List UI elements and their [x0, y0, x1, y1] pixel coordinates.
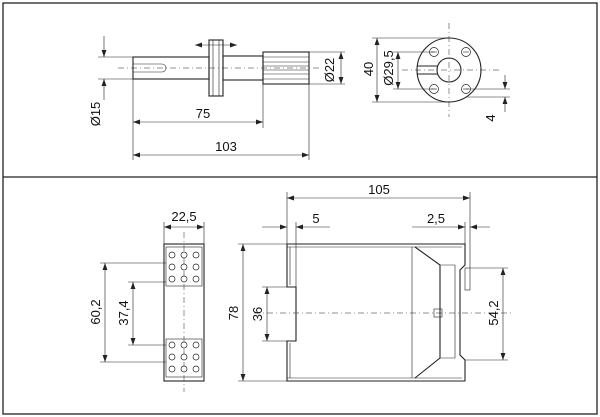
shaft-view: Ø15 Ø22 75 103	[88, 36, 345, 160]
front-view: 22,5 60,2 37,4	[88, 209, 205, 392]
dim-side-height: 78	[226, 306, 241, 320]
dim-flange-height: 40	[361, 62, 376, 76]
side-view: 105 5 2,5 78 36 54,2	[226, 182, 512, 382]
front-terminals-top	[165, 246, 203, 287]
dim-bolt-circle: Ø29,5	[381, 50, 396, 85]
side-body-outline	[286, 243, 466, 382]
dim-front-outer-height: 60,2	[88, 299, 103, 324]
dim-side-length: 105	[368, 182, 390, 197]
dim-shaft-diameter: Ø15	[88, 102, 103, 127]
dim-flange-offset: 4	[483, 114, 498, 121]
dim-front-width: 22,5	[171, 209, 196, 224]
dim-side-gap: 2,5	[427, 211, 445, 226]
flange-view: 40 Ø29,5 4	[361, 23, 510, 122]
dim-rail-height: 36	[250, 307, 265, 321]
dim-knob-diameter: Ø22	[322, 58, 337, 83]
dim-shaft-length: 75	[196, 106, 210, 121]
dim-front-inner-height: 37,4	[116, 300, 131, 325]
dim-right-height: 54,2	[486, 300, 501, 325]
dim-total-length: 103	[215, 139, 237, 154]
front-terminals-bottom	[165, 338, 203, 378]
dim-side-step: 5	[312, 211, 319, 226]
